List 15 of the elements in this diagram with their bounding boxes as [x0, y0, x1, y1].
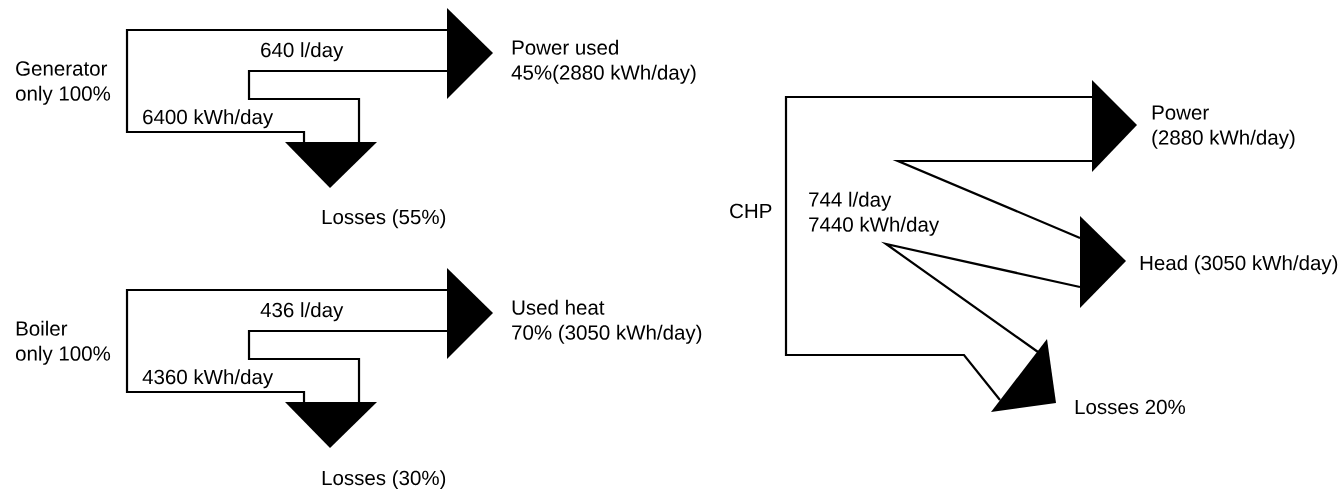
flow-label: 744 l/day 7440 kWh/day: [809, 191, 940, 236]
flow-label: 4360 kWh/day: [142, 369, 274, 389]
output-label: Used heat 70% (3050 kWh/day): [512, 299, 702, 344]
source-label: Generator only 100%: [16, 61, 111, 105]
flow-label: 436 l/day: [260, 302, 344, 322]
output-label: Losses (30%): [322, 470, 446, 489]
flow-label: 640 l/day: [261, 42, 344, 62]
output-label: Head (3050 kWh/day): [1140, 255, 1338, 275]
flow-label: 6400 kWh/day: [143, 109, 274, 129]
source-label: Boiler only 100%: [16, 320, 111, 365]
output-label: Power used 45%(2880 kWh/day): [511, 39, 696, 84]
output-label: Losses (55%): [322, 209, 446, 229]
output-label: Losses 20%: [1075, 399, 1185, 415]
source-label: CHP: [730, 203, 772, 219]
output-label: Power (2880 kWh/day): [1152, 105, 1295, 149]
